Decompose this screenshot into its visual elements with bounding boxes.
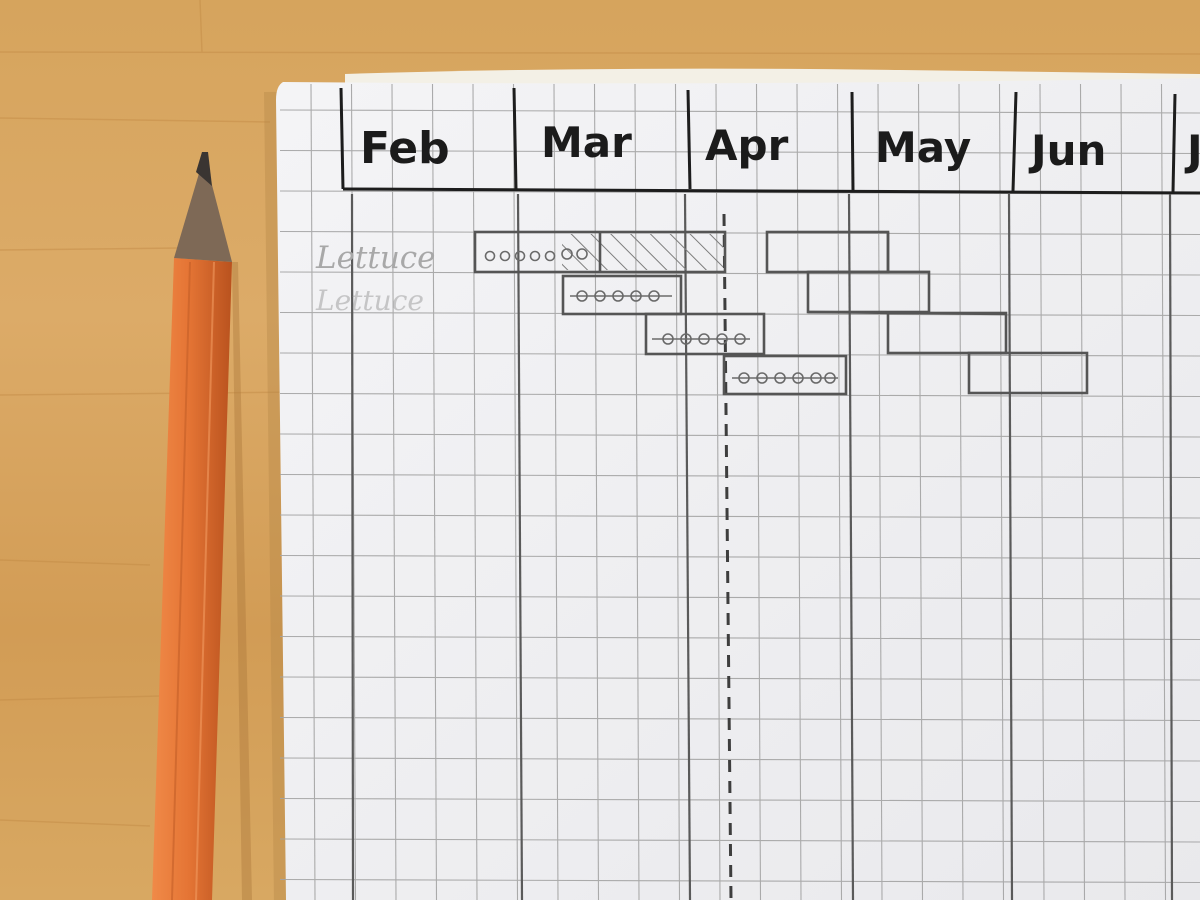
month-labels: Feb Mar Apr May Jun J [360,118,1200,175]
month-label-mar: Mar [541,118,632,167]
pencil [152,152,232,900]
month-label-may: May [875,123,971,172]
month-column-lines [350,193,1174,900]
month-label-feb: Feb [360,123,450,174]
gantt-bars [473,230,1089,396]
bar-row3-sowing [644,312,766,356]
row-label-1: Lettuce [315,240,436,276]
wood-grain [0,0,1200,827]
row-label-2: Lettuce [315,284,424,317]
seed-markers [484,248,838,384]
bar-row1-hatched [562,234,723,270]
bar-row4-harvest [967,351,1089,395]
month-header-lines [339,87,1200,195]
bar-row2-sowing [561,274,683,316]
pencil-body [152,258,232,900]
pencil-wood-tip [174,170,232,262]
month-label-apr: Apr [705,121,789,170]
bar-row3-harvest [886,311,1008,355]
bar-row4-sowing [722,354,848,396]
today-dashed-line [722,213,733,900]
month-label-jun: Jun [1028,126,1106,175]
grid-lines [279,83,1200,900]
notebook-page [276,78,1200,900]
month-label-jul-partial: J [1184,126,1200,175]
pencil-lead-icon [196,152,212,186]
